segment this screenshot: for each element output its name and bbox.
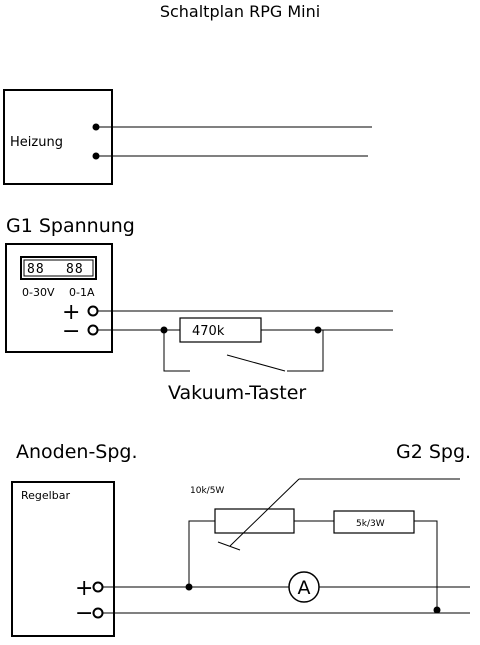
heizung-terminal-top <box>92 123 100 131</box>
anode-minus-terminal <box>92 607 104 619</box>
g1-minus-terminal <box>87 324 99 336</box>
g1-switch-blade <box>226 354 286 372</box>
heizung-terminal-bottom <box>92 152 100 160</box>
anode-plus-sign: + <box>75 576 93 601</box>
anode-heading: Anoden-Spg. <box>16 441 138 463</box>
diagram-title: Schaltplan RPG Mini <box>160 2 320 21</box>
anode-plus-terminal <box>92 581 104 593</box>
potentiometer-wiper-tip <box>217 541 241 551</box>
g1-switch-wire-right <box>287 329 324 372</box>
g2-heading: G2 Spg. <box>396 441 471 463</box>
g1-plus-sign: + <box>62 300 80 325</box>
potentiometer-label: 10k/5W <box>190 486 224 496</box>
g1-minus-sign: − <box>62 319 80 344</box>
heizung-section: Heizung <box>3 89 372 185</box>
g1-heading: G1 Spannung <box>6 215 135 237</box>
g1-range-voltage: 0-30V <box>22 286 55 299</box>
anode-box-label: Regelbar <box>21 489 70 502</box>
g1-resistor <box>179 317 262 343</box>
potentiometer-wiper <box>229 478 300 547</box>
divider-wire-left <box>188 520 215 587</box>
heizung-label: Heizung <box>10 135 63 150</box>
ammeter-label: A <box>298 577 311 599</box>
g1-display: 88 88 <box>20 256 97 280</box>
g1-resistor-label: 470k <box>192 324 225 339</box>
g1-plus-terminal <box>87 305 99 317</box>
ammeter-symbol <box>288 571 320 603</box>
anode-section: Anoden-Spg. G2 Spg. Regelbar + − A 10k/5… <box>11 441 471 637</box>
g1-display-left: 88 <box>27 262 45 277</box>
g2-resistor-label: 5k/3W <box>356 519 385 529</box>
g2-resistor <box>333 510 415 534</box>
g1-section: G1 Spannung 88 88 0-30V 0-1A + − 470k Va… <box>5 215 393 404</box>
divider-wire-right <box>414 520 438 613</box>
potentiometer <box>214 508 295 534</box>
g1-switch-wire-left <box>163 330 190 372</box>
g1-switch-label: Vakuum-Taster <box>168 382 306 404</box>
g1-range-current: 0-1A <box>69 286 95 299</box>
anode-minus-sign: − <box>75 601 93 626</box>
g1-display-right: 88 <box>66 262 84 277</box>
heizung-box <box>3 89 113 185</box>
g1-display-window <box>23 259 94 277</box>
